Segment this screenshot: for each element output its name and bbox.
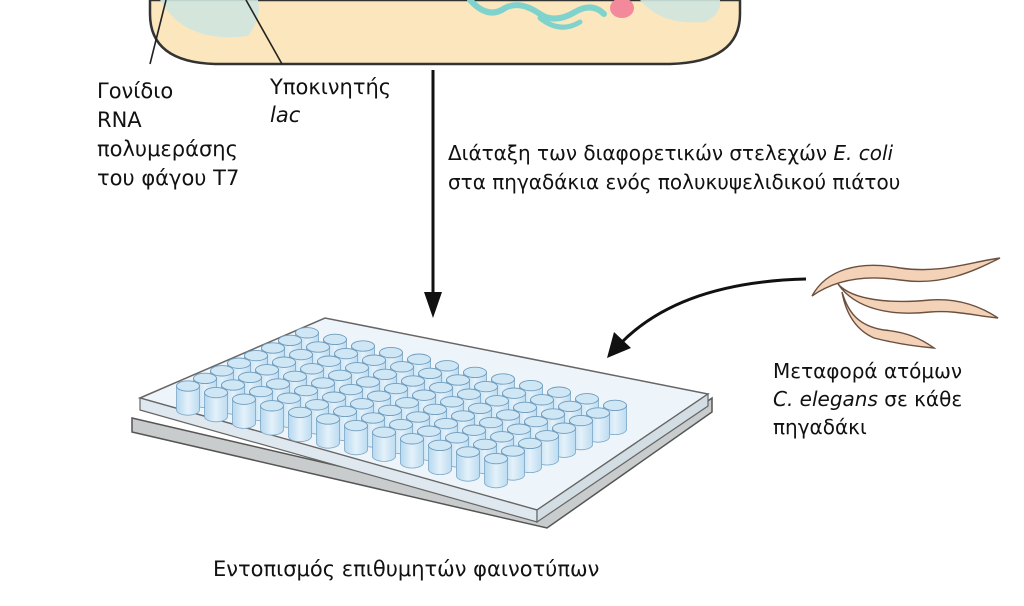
arrange-step-line-2: στα πηγαδάκια ενός πολυκυψελιδικού πιάτο… (448, 170, 900, 194)
t7-gene-leader-line (149, 0, 167, 65)
t7-gene-label: Γονίδιο RNA πολυμεράσης του φάγου T7 (97, 79, 239, 190)
plate-well (288, 406, 312, 442)
worms (811, 257, 1001, 349)
plate-well (232, 393, 256, 429)
plate-well (344, 419, 368, 456)
plate-well (316, 413, 340, 449)
worm (837, 283, 999, 319)
plate-well (400, 433, 424, 469)
dna-strand-2 (537, 15, 583, 30)
plate-right-side (536, 392, 709, 524)
bacterium-cell (148, 0, 742, 66)
transfer-step-line-1: Μεταφορά ατόμων (773, 359, 962, 383)
t7-gene-line-4: του φάγου T7 (97, 166, 239, 190)
plate-well (260, 400, 284, 436)
plate-well (484, 452, 508, 489)
plate-well (372, 426, 396, 462)
multiwell-plate (131, 317, 713, 529)
well-grid (176, 327, 627, 489)
cell-inner-region (160, 0, 259, 38)
worm (811, 257, 1001, 297)
arrange-step-line-1: Διάταξη των διαφορετικών στελεχών E. col… (448, 141, 894, 165)
plate-well (176, 380, 200, 416)
plate-well (428, 439, 452, 475)
plate-well (204, 386, 228, 423)
lac-promoter-line-1: Υποκινητής (269, 75, 391, 99)
plate-well (456, 446, 480, 482)
down-arrow (424, 70, 442, 318)
transfer-step-line-3: πηγαδάκι (773, 415, 867, 439)
transfer-step-label: Μεταφορά ατόμων C. elegans σε κάθε πηγαδ… (773, 359, 962, 439)
t7-gene-line-2: RNA (97, 108, 142, 132)
lac-promoter-leader-line (245, 0, 283, 65)
lac-promoter-label: Υποκινητής lac (269, 75, 391, 127)
lac-promoter-line-2: lac (270, 103, 301, 127)
t7-gene-line-3: πολυμεράσης (97, 137, 238, 161)
arrange-step-label: Διάταξη των διαφορετικών στελεχών E. col… (448, 141, 900, 194)
t7-gene-line-1: Γονίδιο (97, 79, 173, 103)
curved-arrow (607, 277, 807, 358)
worm (841, 291, 937, 349)
cell-inner-right (640, 0, 721, 23)
dna-strand (467, 0, 607, 22)
protein-blob (610, 0, 634, 18)
result-label: Εντοπισμός επιθυμητών φαινοτύπων (213, 557, 599, 581)
transfer-step-line-2: C. elegans σε κάθε (773, 387, 962, 411)
